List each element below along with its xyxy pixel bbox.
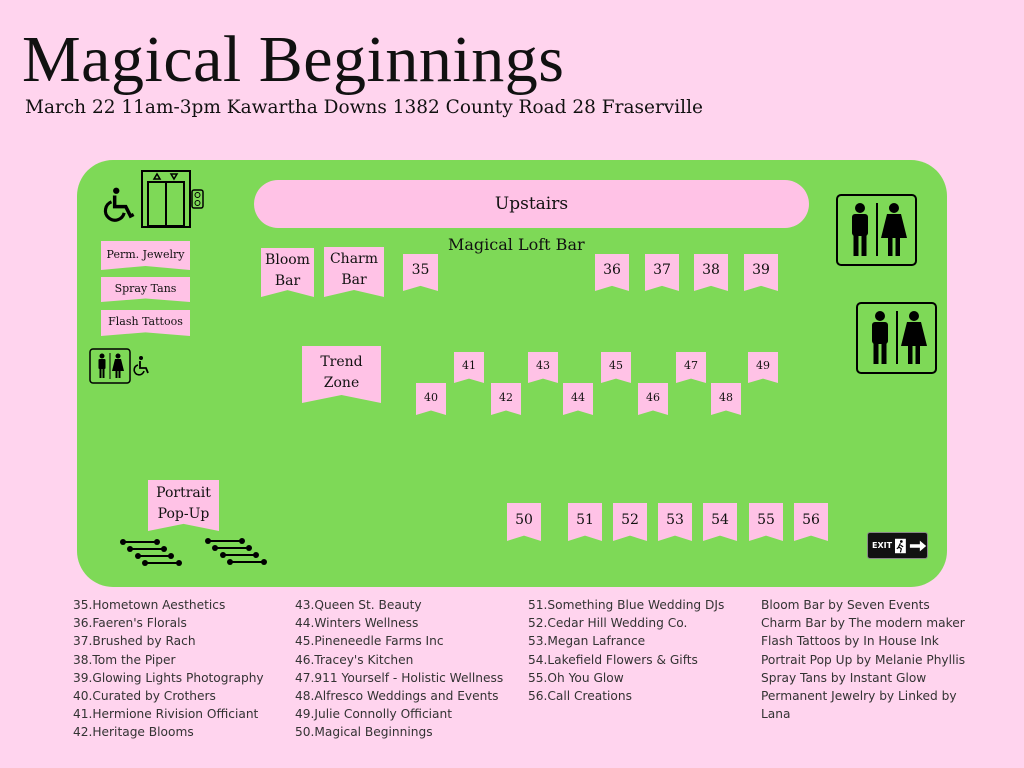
legend-item: 51.Something Blue Wedding DJs xyxy=(528,598,725,612)
legend-col-3: 51.Something Blue Wedding DJs 52.Cedar H… xyxy=(528,596,724,705)
booth-46: 46 xyxy=(638,383,668,415)
booth-50: 50 xyxy=(507,503,541,541)
legend-item: 49.Julie Connolly Officiant xyxy=(295,707,453,722)
booth-54: 54 xyxy=(703,503,737,541)
legend-item: 55.Oh You Glow xyxy=(528,670,624,685)
legend-item: 44.Winters Wellness xyxy=(295,616,419,631)
legend-item: 42.Heritage Blooms xyxy=(73,725,194,740)
wheelchair-icon xyxy=(103,187,135,222)
exit-label: EXIT xyxy=(872,541,893,550)
legend-item: 56.Call Creations xyxy=(528,689,632,704)
booth-51: 51 xyxy=(568,503,602,541)
flash-tattoos-station: Flash Tattoos xyxy=(101,310,190,336)
legend-item: 37.Brushed by Rach xyxy=(73,634,196,649)
restroom-icon xyxy=(836,194,917,266)
elevator-icon xyxy=(141,170,204,228)
booth-49: 49 xyxy=(748,352,778,383)
legend-item: 40.Curated by Crothers xyxy=(73,689,216,704)
trend-zone-station: Trend Zone xyxy=(302,346,381,403)
booth-55: 55 xyxy=(749,503,783,541)
legend-item: 45.Pineneedle Farms Inc xyxy=(295,634,444,649)
legend-item: 39.Glowing Lights Photography xyxy=(73,670,264,685)
booth-45: 45 xyxy=(601,352,631,383)
restroom-icon xyxy=(856,302,937,374)
booth-56: 56 xyxy=(794,503,828,541)
loft-bar-label: Magical Loft Bar xyxy=(448,235,585,254)
booth-53: 53 xyxy=(658,503,692,541)
booth-44: 44 xyxy=(563,383,593,415)
running-man-icon xyxy=(895,538,906,553)
legend-item: 53.Megan Lafrance xyxy=(528,634,646,649)
arrow-right-icon xyxy=(909,540,927,551)
booth-47: 47 xyxy=(676,352,706,383)
legend-item: 36.Faeren's Florals xyxy=(73,616,187,631)
booth-38: 38 xyxy=(694,254,728,291)
legend-item: Charm Bar by The modern maker xyxy=(761,616,965,631)
booth-42: 42 xyxy=(491,383,521,415)
booth-52: 52 xyxy=(613,503,647,541)
perm-jewelry-station: Perm. Jewelry xyxy=(101,241,190,270)
booth-48: 48 xyxy=(711,383,741,415)
accessible-restroom-icon xyxy=(89,348,149,384)
legend-item: 54.Lakefield Flowers & Gifts xyxy=(528,652,698,667)
legend-col-1: 35.Hometown Aesthetics 36.Faeren's Flora… xyxy=(73,596,264,742)
booth-36: 36 xyxy=(595,254,629,291)
page-title: Magical Beginnings xyxy=(22,23,565,96)
legend-item: 35.Hometown Aesthetics xyxy=(73,598,226,612)
exit-sign: EXIT xyxy=(867,532,928,559)
upstairs-area: Upstairs xyxy=(254,180,809,228)
legend-item: Spray Tans by Instant Glow xyxy=(761,670,927,685)
legend-item: Bloom Bar by Seven Events xyxy=(761,598,930,612)
booth-35: 35 xyxy=(403,254,438,291)
legend-item: Flash Tattoos by In House Ink xyxy=(761,634,939,649)
stairs-icon xyxy=(205,538,267,565)
booth-37: 37 xyxy=(645,254,679,291)
legend-item: 43.Queen St. Beauty xyxy=(295,598,422,612)
legend-item: 38.Tom the Piper xyxy=(73,652,176,667)
legend-item: 41.Hermione Rivision Officiant xyxy=(73,707,259,722)
legend-item: 50.Magical Beginnings xyxy=(295,725,433,740)
legend-item: Permanent Jewelry by Linked by xyxy=(761,689,957,704)
portrait-popup-station: Portrait Pop-Up xyxy=(148,480,219,531)
legend-col-4: Bloom Bar by Seven Events Charm Bar by T… xyxy=(761,596,965,723)
booth-43: 43 xyxy=(528,352,558,383)
legend-item: Portrait Pop Up by Melanie Phyllis xyxy=(761,652,966,667)
booth-40: 40 xyxy=(416,383,446,415)
legend-item: Lana xyxy=(761,707,791,722)
booth-39: 39 xyxy=(744,254,778,291)
booth-41: 41 xyxy=(454,352,484,383)
charm-bar-station: Charm Bar xyxy=(324,247,384,297)
event-details: March 22 11am-3pm Kawartha Downs 1382 Co… xyxy=(25,97,703,118)
legend-item: 48.Alfresco Weddings and Events xyxy=(295,689,499,704)
legend-item: 46.Tracey's Kitchen xyxy=(295,652,414,667)
spray-tans-station: Spray Tans xyxy=(101,277,190,302)
legend-item: 47.911 Yourself - Holistic Wellness xyxy=(295,670,504,685)
legend-col-2: 43.Queen St. Beauty 44.Winters Wellness … xyxy=(295,596,503,742)
stairs-icon xyxy=(120,539,182,566)
bloom-bar-station: Bloom Bar xyxy=(261,248,314,297)
legend-item: 52.Cedar Hill Wedding Co. xyxy=(528,616,688,631)
